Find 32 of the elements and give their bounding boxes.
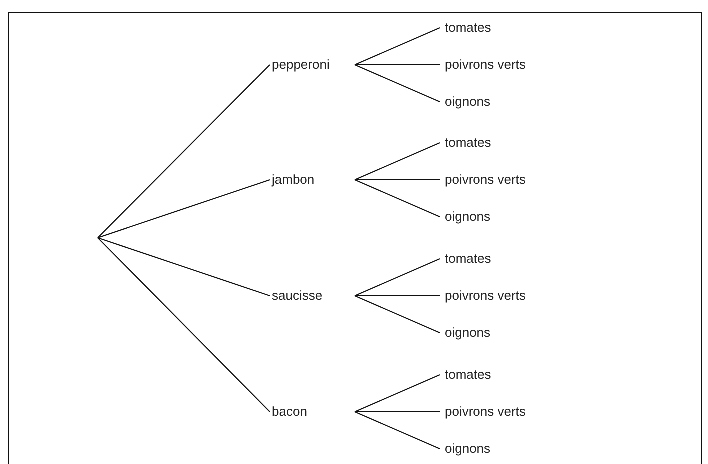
branch-line xyxy=(354,412,440,450)
option-label: tomates xyxy=(440,135,492,151)
branch-line xyxy=(354,296,440,334)
option-label: oignons xyxy=(440,209,491,225)
option-label: oignons xyxy=(440,325,491,341)
option-label: poivrons verts xyxy=(440,404,526,420)
option-label: poivrons verts xyxy=(440,172,526,188)
branch-line xyxy=(355,179,440,181)
branch-line xyxy=(98,179,270,239)
branch-line xyxy=(98,238,270,412)
option-label: tomates xyxy=(440,251,492,267)
option-label: poivrons verts xyxy=(440,288,526,304)
option-label: oignons xyxy=(440,441,491,457)
branch-line xyxy=(354,64,440,102)
branch-line xyxy=(355,411,440,413)
branch-line xyxy=(354,258,440,296)
topping-label: pepperoni xyxy=(270,57,355,73)
branch-line xyxy=(355,64,440,66)
branch-line xyxy=(98,64,270,238)
branch-line xyxy=(354,180,440,218)
option-label: oignons xyxy=(440,94,491,110)
branch-line xyxy=(354,28,440,66)
topping-label: bacon xyxy=(270,404,355,420)
option-label: tomates xyxy=(440,367,492,383)
topping-label: jambon xyxy=(270,172,355,188)
branch-line xyxy=(98,237,270,297)
option-label: poivrons verts xyxy=(440,57,526,73)
option-label: tomates xyxy=(440,20,492,36)
branch-line xyxy=(354,142,440,180)
branch-line xyxy=(354,374,440,412)
topping-label: saucisse xyxy=(270,288,355,304)
branch-line xyxy=(355,295,440,297)
